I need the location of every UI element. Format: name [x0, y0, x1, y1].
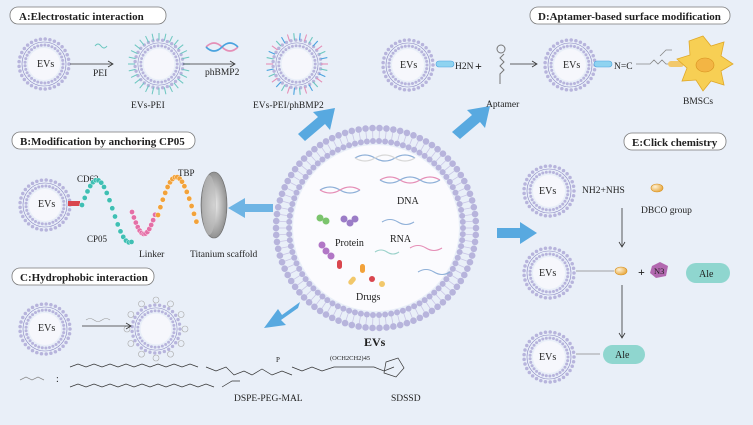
panel-d-ev-label: EVs	[400, 60, 417, 71]
ev-e3	[522, 330, 576, 384]
arrow-to-a	[298, 108, 335, 141]
panel-e-title: E:Click chemistry	[632, 137, 718, 149]
ev-d2	[543, 38, 597, 92]
drugs-icon	[337, 260, 385, 287]
vesicle-layer	[17, 33, 597, 384]
panel-b-title: B:Modification by anchoring CP05	[20, 136, 185, 148]
rna-label: RNA	[390, 234, 412, 245]
linker-label: Linker	[139, 250, 165, 260]
panel-c-title: C:Hydrophobic interaction	[20, 272, 148, 284]
panel-d-ev2-label: EVs	[563, 60, 580, 71]
protein-label: Protein	[335, 238, 364, 249]
panel-e-ev3-label: EVs	[539, 352, 556, 363]
bmsc-cell-icon	[676, 35, 734, 92]
aptamer-label: Aptamer	[486, 100, 520, 110]
protein-icon	[316, 214, 359, 260]
arrow-to-b	[228, 198, 273, 218]
panel-d-title: D:Aptamer-based surface modification	[538, 11, 721, 23]
pei-label: PEI	[93, 69, 107, 79]
arrow-to-e	[497, 222, 537, 244]
panel-d-plus: +	[475, 59, 482, 73]
panel-a: EVs PEI EVs-PEI phBMP2 EVs-PEI/phBMP2	[37, 42, 324, 111]
ev-b1	[18, 178, 72, 232]
central-cargo: DNA Protein RNA Drugs	[316, 154, 451, 303]
tbp-label: TBP	[178, 168, 195, 178]
central-vesicle	[272, 124, 480, 332]
cd63-marker	[68, 201, 80, 206]
cp05-label: CP05	[87, 234, 108, 244]
ev-pei-label: EVs-PEI	[131, 101, 165, 111]
panel-e-ev2-label: EVs	[539, 268, 556, 279]
dbco-label: DBCO group	[641, 206, 692, 216]
ev-pei-phbmp2-label: EVs-PEI/phBMP2	[253, 101, 324, 111]
ev-a2-pei	[128, 33, 190, 95]
ale-label-2: Ale	[615, 350, 630, 361]
dspe-peg-mal-label: DSPE-PEG-MAL	[234, 394, 303, 404]
dna-label: DNA	[397, 196, 419, 207]
n3-icon	[650, 262, 668, 278]
titanium-scaffold-label: Titanium scaffold	[190, 249, 258, 260]
arrow-to-d	[452, 106, 490, 139]
ale-pill-2	[603, 345, 645, 364]
bmscs-label: BMSCs	[683, 97, 713, 107]
dspe-peg-mal-structure: :	[19, 357, 405, 388]
svg-text:P: P	[276, 356, 280, 364]
panel-c: EVs : P (OCH2CH2)45 DSPE-PEG-MAL SDSSD	[19, 318, 421, 404]
ev-c2-modified	[123, 296, 189, 362]
panel-e-header: E:Click chemistry	[623, 132, 727, 151]
ev-e1	[522, 164, 576, 218]
panel-d-header: D:Aptamer-based surface modification	[529, 6, 731, 25]
ale-pill-1	[686, 263, 730, 283]
dna-helix-icon	[319, 154, 441, 194]
pei-polymer-icon	[94, 43, 108, 49]
phbmp2-label: phBMP2	[205, 68, 240, 78]
panel-a-ev-label: EVs	[37, 59, 54, 70]
ev-d1	[381, 38, 435, 92]
phbmp2-plasmid-icon	[205, 42, 239, 52]
h2n-label: H2N	[455, 62, 474, 72]
rna-icon	[374, 218, 451, 276]
ev-e2	[522, 246, 576, 300]
arrow-to-c	[264, 302, 300, 328]
ale-label-1: Ale	[699, 269, 714, 280]
sdssd-label: SDSSD	[391, 394, 421, 404]
aptamer-icon	[496, 44, 506, 84]
ev-a1	[17, 37, 71, 91]
nc-label: N=C	[614, 62, 633, 72]
nh2nhs-label: NH2+NHS	[582, 186, 625, 196]
panel-a-header: A:Electrostatic interaction	[9, 6, 167, 25]
panel-c-ev-label: EVs	[38, 323, 55, 334]
ev-c1	[18, 302, 72, 356]
n3-label: N3	[654, 266, 664, 276]
cd63-label: CD63	[77, 174, 99, 184]
panel-b: EVs CD63 CP05 Linker TBP Titanium scaffo…	[38, 168, 258, 260]
svg-text:(OCH2CH2)45: (OCH2CH2)45	[330, 355, 370, 362]
panel-e-ev1-label: EVs	[539, 186, 556, 197]
panel-a-title: A:Electrostatic interaction	[19, 11, 144, 23]
titanium-scaffold-icon	[200, 171, 228, 239]
central-ev-label: EVs	[364, 335, 386, 349]
panel-c-header: C:Hydrophobic interaction	[11, 267, 155, 286]
panel-e-plus: +	[638, 265, 645, 279]
ev-a3-pei-phbmp2	[266, 33, 328, 95]
svg-text::: :	[56, 374, 59, 385]
dbco-icon	[650, 183, 664, 193]
peptide-chain	[79, 174, 200, 246]
panel-b-header: B:Modification by anchoring CP05	[11, 131, 196, 150]
center-arrows	[228, 106, 537, 328]
panel-d: EVs H2N + Aptamer EVs N=C BMSCs	[400, 35, 734, 110]
drugs-label: Drugs	[356, 292, 381, 303]
panel-e: EVs NH2+NHS DBCO group EVs + N3 Ale EVs …	[539, 183, 730, 364]
panel-b-ev-label: EVs	[38, 199, 55, 210]
